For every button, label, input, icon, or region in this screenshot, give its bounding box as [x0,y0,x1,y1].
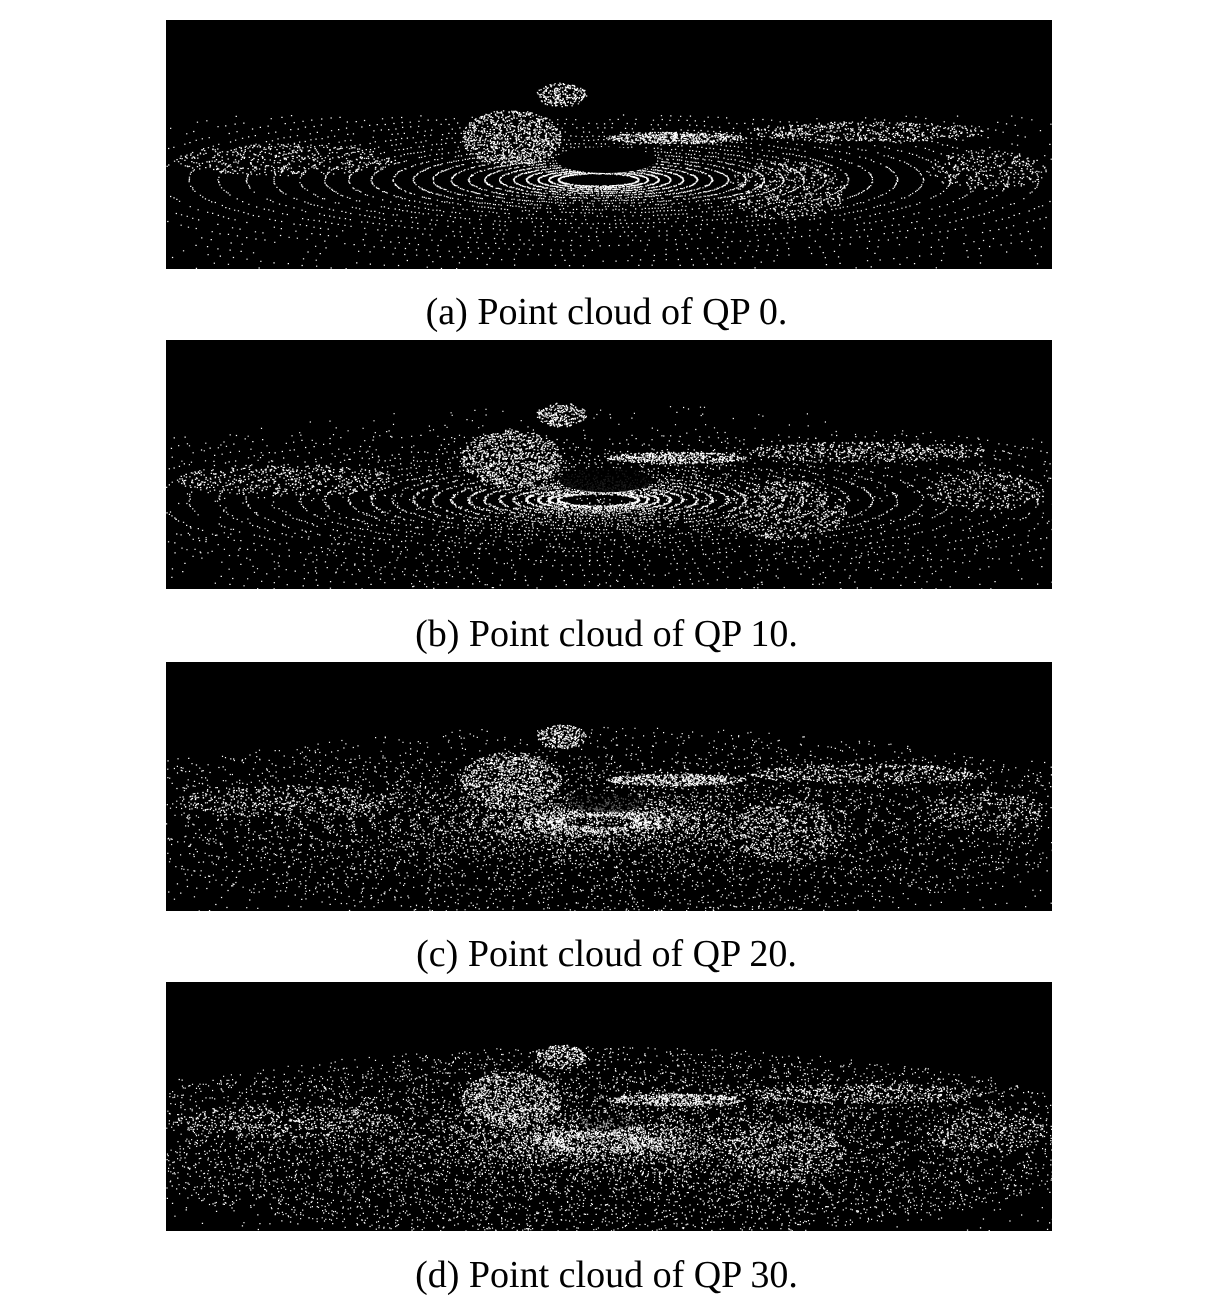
point-cloud-render [166,1044,1052,1231]
figure-caption-a: (a) Point cloud of QP 0. [425,291,788,333]
figure-caption-b: (b) Point cloud of QP 10. [415,613,798,655]
figure-caption-d: (d) Point cloud of QP 30. [415,1254,798,1296]
point-cloud-render [166,82,1052,269]
lidar-points [166,1044,1052,1231]
point-cloud-image-qp-30 [166,982,1052,1231]
point-cloud-image-qp-10 [166,340,1052,589]
sensor-blind-spot [559,467,653,493]
sensor-blind-spot [556,147,656,173]
lidar-points [166,82,1052,269]
point-cloud-render [166,724,1052,911]
sensor-blind-spot [567,791,645,813]
lidar-points [166,402,1052,589]
point-cloud-render [166,402,1052,589]
figure-caption-c: (c) Point cloud of QP 20. [416,933,797,975]
lidar-points [166,724,1052,911]
point-cloud-image-qp-0 [166,20,1052,269]
sensor-blind-spot [576,1114,636,1130]
point-cloud-image-qp-20 [166,662,1052,911]
